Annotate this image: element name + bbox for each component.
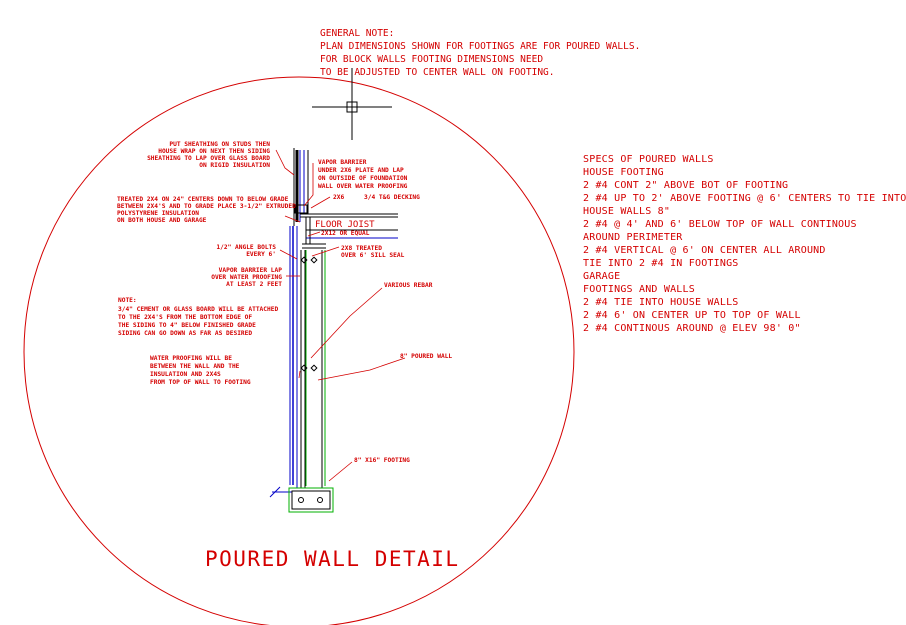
callout-text: OVER WATER PROOFING	[211, 274, 282, 281]
callout-text: OVER 6' SILL SEAL	[341, 252, 405, 259]
detail-circle	[23, 76, 575, 625]
callout-text: UNDER 2X6 PLATE AND LAP	[318, 167, 404, 174]
callout-text: HOUSE WRAP ON NEXT THEN SIDING	[158, 148, 270, 155]
callout-rebar: VARIOUS REBAR	[384, 282, 433, 289]
floor-system	[300, 213, 398, 249]
general-note-line: PLAN DIMENSIONS SHOWN FOR FOOTINGS ARE F…	[320, 41, 640, 52]
specs-line: 2 #4 CONTINOUS AROUND @ ELEV 98' 0"	[583, 323, 801, 334]
specs-line: 2 #4 VERTICAL @ 6' ON CENTER ALL AROUND	[583, 245, 826, 256]
callout-treated: TREATED 2X4 ON 24" CENTERS DOWN TO BELOW…	[117, 196, 296, 224]
general-note: GENERAL NOTE: PLAN DIMENSIONS SHOWN FOR …	[320, 28, 640, 78]
specs-line: FOOTINGS AND WALLS	[583, 284, 695, 295]
callout-text: THE SIDING TO 4" BELOW FINISHED GRADE	[118, 322, 256, 329]
callout-vapor-barrier: VAPOR BARRIER UNDER 2X6 PLATE AND LAP ON…	[318, 159, 408, 190]
foundation-wall	[269, 226, 326, 498]
callout-poured-wall: 8" POURED WALL	[400, 353, 452, 360]
callout-text: ON BOTH HOUSE AND GARAGE	[117, 217, 207, 224]
callout-text: TO THE 2X4'S FROM THE BOTTOM EDGE OF	[118, 314, 252, 321]
specs-line: GARAGE	[583, 271, 620, 282]
callout-text: WALL OVER WATER PROOFING	[318, 183, 408, 190]
callout-text: FROM TOP OF WALL TO FOOTING	[150, 379, 251, 386]
callout-text: WATER PROOFING WILL BE	[150, 355, 232, 362]
specs-line: 2 #4 CONT 2" ABOVE BOT OF FOOTING	[583, 180, 788, 191]
callout-text: POLYSTYRENE INSULATION	[117, 210, 199, 217]
specs-line: HOUSE FOOTING	[583, 167, 664, 178]
specs-line: 2 #4 6' ON CENTER UP TO TOP OF WALL	[583, 310, 801, 321]
callout-text: 2X8 TREATED	[341, 245, 382, 252]
specs-line: AROUND PERIMETER	[583, 232, 683, 243]
specs-line: 2 #4 UP TO 2' ABOVE FOOTING @ 6' CENTERS…	[583, 193, 906, 204]
callout-rim: 2X12 OR EQUAL	[321, 230, 370, 237]
callout-decking: 3/4 T&G DECKING	[364, 194, 420, 201]
stud-wall	[293, 148, 309, 226]
specs-line: TIE INTO 2 #4 IN FOOTINGS	[583, 258, 739, 269]
callout-vapor-lap: VAPOR BARRIER LAP OVER WATER PROOFING AT…	[211, 267, 282, 288]
specs-line: 2 #4 TIE INTO HOUSE WALLS	[583, 297, 739, 308]
specs-line: 2 #4 @ 4' AND 6' BELOW TOP OF WALL CONTI…	[583, 219, 857, 230]
footing	[288, 487, 334, 513]
crosshair-cursor-icon	[312, 68, 392, 140]
specs-line: HOUSE WALLS 8"	[583, 206, 670, 217]
detail-title: POURED WALL DETAIL	[205, 547, 460, 571]
specs-line: SPECS OF POURED WALLS	[583, 154, 714, 165]
specs-block: SPECS OF POURED WALLS HOUSE FOOTING 2 #4…	[583, 154, 906, 334]
callout-footing: 8" X16" FOOTING	[354, 457, 410, 464]
leader-lines	[275, 149, 406, 482]
callout-text: TREATED 2X4 ON 24" CENTERS DOWN TO BELOW…	[117, 196, 289, 203]
callout-anchor-bolts: 1/2" ANGLE BOLTS EVERY 6'	[216, 244, 276, 258]
callout-text: VAPOR BARRIER LAP	[219, 267, 283, 274]
general-note-line: FOR BLOCK WALLS FOOTING DIMENSIONS NEED	[320, 54, 543, 65]
callout-text: BETWEEN THE WALL AND THE	[150, 363, 240, 370]
callout-floor-joist: FLOOR JOIST	[315, 220, 375, 230]
callout-text: NOTE:	[118, 297, 137, 304]
callout-plate-2x6: 2X6	[333, 194, 344, 201]
callout-text: VAPOR BARRIER	[318, 159, 367, 166]
callout-text: ON OUTSIDE OF FOUNDATION	[318, 175, 408, 182]
callout-text: AT LEAST 2 FEET	[226, 281, 282, 288]
callout-text: EVERY 6'	[246, 251, 276, 258]
callout-waterproofing: WATER PROOFING WILL BE BETWEEN THE WALL …	[150, 355, 251, 386]
callout-text: INSULATION AND 2X4S	[150, 371, 221, 378]
callout-text: SIDING CAN GO DOWN AS FAR AS DESIRED	[118, 330, 252, 337]
callout-text: PUT SHEATHING ON STUDS THEN	[169, 141, 270, 148]
callout-text: 1/2" ANGLE BOLTS	[216, 244, 276, 251]
callout-note: NOTE: 3/4" CEMENT OR GLASS BOARD WILL BE…	[118, 297, 278, 337]
callout-text: ON RIGID INSULATION	[199, 162, 270, 169]
callout-text: BETWEEN 2X4'S AND TO GRADE PLACE 3-1/2" …	[117, 203, 296, 210]
callout-text: SHEATHING TO LAP OVER GLASS BOARD	[147, 155, 270, 162]
general-note-line: GENERAL NOTE:	[320, 28, 394, 39]
callout-text: 3/4" CEMENT OR GLASS BOARD WILL BE ATTAC…	[118, 306, 278, 313]
callout-sheathing: PUT SHEATHING ON STUDS THEN HOUSE WRAP O…	[147, 141, 270, 169]
general-note-line: TO BE ADJUSTED TO CENTER WALL ON FOOTING…	[320, 67, 555, 78]
callout-sill: 2X8 TREATED OVER 6' SILL SEAL	[341, 245, 405, 259]
